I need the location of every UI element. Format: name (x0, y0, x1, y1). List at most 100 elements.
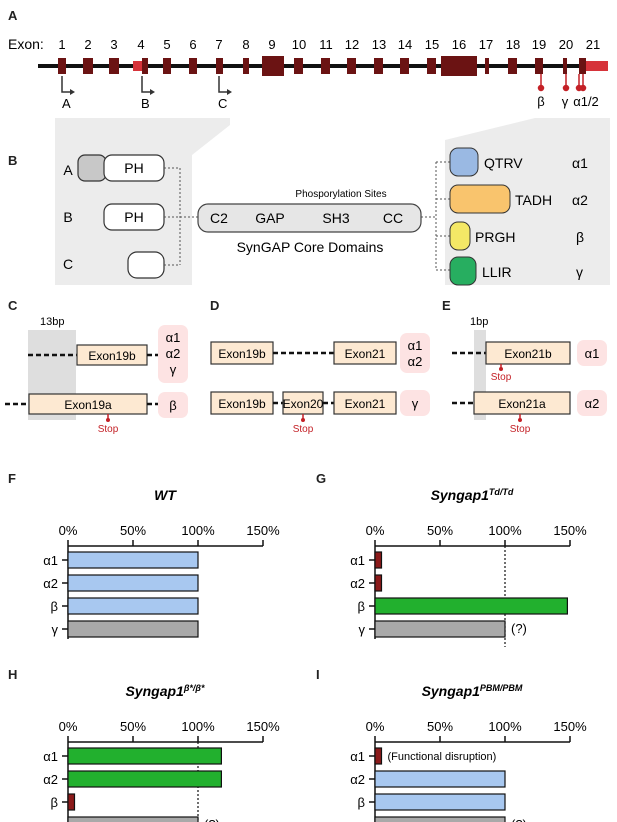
row-label-a: A (63, 162, 73, 178)
exon-block (243, 58, 249, 74)
exon21b-box (485, 341, 571, 365)
chart-title: Syngap1PBM/PBM (422, 683, 523, 699)
bar-charts: WT0%50%100%150%α1α2βγSyngap1Td/Td0%50%10… (43, 487, 587, 822)
exon-number: 2 (84, 37, 91, 52)
n-terminal-extension-a (77, 154, 107, 182)
exon-number: 20 (559, 37, 573, 52)
bar (67, 597, 199, 615)
exon-block (427, 58, 436, 74)
exon21-label-d2: Exon21 (345, 397, 386, 411)
chart-title-superscript: β*/β* (183, 683, 205, 693)
exon-number: 16 (452, 37, 466, 52)
arrowhead-icon (70, 89, 75, 95)
bar (374, 551, 383, 569)
exon-number-labels: 1 2 3 4 5 6 7 8 9 10 11 12 13 14 15 16 1… (58, 37, 600, 52)
domain-c2: C2 (210, 210, 228, 226)
splice-shift-label-e: 1bp (470, 316, 488, 328)
motif-swatch-qtrv (449, 147, 479, 177)
x-tick-label: 100% (181, 719, 215, 734)
exon-block (485, 58, 489, 74)
bar-annotation: (Functional disruption) (388, 751, 497, 763)
x-tick-label: 0% (366, 523, 385, 538)
stop-marker-icon (301, 418, 305, 422)
stop-marker-icon (518, 418, 522, 422)
motif-label-qtrv: QTRV (484, 155, 523, 171)
exon19b-label-d1: Exon19b (218, 347, 266, 361)
exon19b-label-d2: Exon19b (218, 397, 266, 411)
arrowhead-icon (150, 89, 155, 95)
c-terminal-background (445, 118, 610, 285)
exon-block (163, 58, 171, 74)
panel-label-a: A (8, 8, 18, 23)
bar-annotation: (?) (511, 621, 527, 636)
exon-number: 17 (479, 37, 493, 52)
exon-number: 4 (137, 37, 144, 52)
exon-number: 19 (532, 37, 546, 52)
exon-number: 8 (242, 37, 249, 52)
isoform-label-gamma: γ (562, 94, 569, 109)
exon-number: 1 (58, 37, 65, 52)
isoform-badge-d-bottom (400, 390, 430, 416)
promoter-arrow-a (61, 76, 70, 93)
x-tick-label: 50% (427, 523, 453, 538)
bar (67, 816, 199, 822)
category-label: α2 (350, 576, 365, 591)
isoform-label: α2 (585, 396, 600, 411)
promoter-label-a: A (62, 96, 71, 111)
category-label: α1 (350, 749, 365, 764)
stop-marker-icon (106, 418, 110, 422)
exon-number: 14 (398, 37, 412, 52)
chart-title: Syngap1β*/β* (125, 683, 205, 699)
panel-label-f: F (8, 471, 16, 486)
isoform-label: γ (412, 396, 419, 411)
exon-block (142, 58, 148, 74)
exon-block (563, 58, 567, 74)
bar-annotation: (?) (511, 817, 527, 822)
connector-lines (164, 161, 450, 271)
category-label: γ (52, 622, 59, 637)
isoform-stop-pins (537, 74, 587, 92)
exon-block-utr (586, 61, 608, 71)
bar (374, 747, 383, 765)
x-tick-label: 150% (246, 523, 280, 538)
category-label: γ (52, 818, 59, 822)
ph-label-b: PH (124, 209, 143, 225)
exon-number: 3 (110, 37, 117, 52)
exon-number: 13 (372, 37, 386, 52)
category-label: α2 (43, 772, 58, 787)
isoform-label: α2 (166, 346, 181, 361)
bar-annotation: (?) (204, 817, 220, 822)
isoform-label-beta: β (537, 94, 544, 109)
exon-number: 7 (215, 37, 222, 52)
isoform-label: α1 (166, 330, 181, 345)
isoform-badge-c-bottom (158, 392, 188, 418)
panel-label-g: G (316, 471, 326, 486)
exon-block (441, 56, 477, 76)
chart-title-superscript: PBM/PBM (480, 683, 523, 693)
chart-title: WT (154, 487, 177, 503)
isoform-label: α2 (408, 354, 423, 369)
bar (67, 620, 199, 638)
exon-block (109, 58, 119, 74)
exon-number: 10 (292, 37, 306, 52)
exon-block (374, 58, 383, 74)
row-label-c: C (63, 256, 73, 272)
promoter-arrow-c (218, 76, 227, 93)
motif-swatch-prgh (449, 221, 471, 251)
isoform-badge-e-top (577, 340, 607, 366)
arrowhead-icon (227, 89, 232, 95)
exon-block (508, 58, 517, 74)
motif-list: QTRV α1 TADH α2 PRGH β LLIR γ (449, 147, 588, 286)
motif-isoform-a1: α1 (572, 155, 588, 171)
isoform-label: α1 (585, 346, 600, 361)
stop-label: Stop (98, 424, 119, 435)
bar (67, 747, 222, 765)
stop-label: Stop (491, 372, 512, 383)
row-label-b: B (63, 209, 72, 225)
core-domains-box (197, 203, 422, 233)
motif-label-tadh: TADH (515, 192, 552, 208)
motif-label-llir: LLIR (482, 264, 512, 280)
